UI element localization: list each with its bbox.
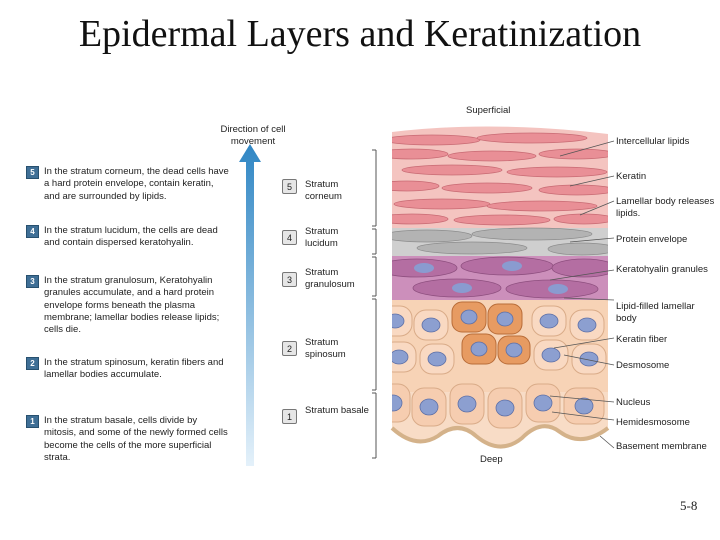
leader-lines [549,140,615,449]
deep-label: Deep [480,454,503,465]
stratum-name-corneum: Stratum corneum [305,179,342,202]
basement-membrane [390,424,610,449]
corneum-flattened-cells [392,132,608,226]
bracket-lucidum [372,228,377,255]
step-number-badge: 2 [26,357,39,370]
stratum-number-5: 5 [282,179,297,194]
label-keratohyalin-granules: Keratohyalin granules [616,264,708,275]
stratum-number-4: 4 [282,230,297,245]
bracket-corneum [372,149,377,227]
step-text: In the stratum spinosum, keratin fibers … [44,357,224,381]
page-title: Epidermal Layers and Keratinization [78,13,642,55]
stratum-name-spinosum: Stratum spinosum [305,337,346,360]
label-protein-envelope: Protein envelope [616,234,688,245]
bracket-spinosum [372,298,377,391]
step-number-badge: 5 [26,166,39,179]
basale-nuclei [392,394,594,417]
stratum-name-granulosum: Stratum granulosum [305,267,355,290]
label-intercellular-lipids: Intercellular lipids [616,136,690,147]
spinosum-nuclei [392,309,599,367]
granulosum-nuclei [414,261,568,294]
step-3: 3 In the stratum granulosum, Keratohyali… [26,275,231,337]
step-5: 5 In the stratum corneum, the dead cells… [26,166,231,203]
arrow-label: Direction of cell movement [220,124,286,148]
step-number-badge: 4 [26,225,39,238]
step-text: In the stratum granulosum, Keratohyalin … [44,275,220,336]
stratum-number-1: 1 [282,409,297,424]
step-text: In the stratum corneum, the dead cells h… [44,166,229,202]
label-hemidesmosome: Hemidesmosome [616,417,690,428]
strata-brackets [372,149,377,459]
superficial-label: Superficial [466,105,511,116]
cell-movement-arrow [239,144,261,466]
step-2: 2 In the stratum spinosum, keratin fiber… [26,357,231,382]
label-keratin-fiber: Keratin fiber [616,334,668,345]
stratum-number-3: 3 [282,272,297,287]
label-nucleus: Nucleus [616,397,651,408]
bracket-granulosum [372,256,377,297]
stratum-name-lucidum: Stratum lucidum [305,226,339,249]
epidermis-illustration [390,126,610,449]
step-number-badge: 3 [26,275,39,288]
label-basement-membrane: Basement membrane [616,441,707,452]
step-text: In the stratum lucidum, the cells are de… [44,225,218,249]
label-lamellar-body-releases-lipids: Lamellar body releases lipids. [616,196,715,220]
stratum-number-2: 2 [282,341,297,356]
bracket-basale [372,392,377,459]
step-text: In the stratum basale, cells divide by m… [44,415,228,464]
step-1: 1 In the stratum basale, cells divide by… [26,415,231,464]
label-desmosome: Desmosome [616,360,670,371]
label-keratin: Keratin [616,171,647,182]
label-lipid-filled-lamellar-body: Lipid-filled lamellar body [616,301,695,325]
step-number-badge: 1 [26,415,39,428]
stratum-name-basale: Stratum basale [305,405,369,416]
step-4: 4 In the stratum lucidum, the cells are … [26,225,231,250]
page-number: 5-8 [680,498,698,513]
